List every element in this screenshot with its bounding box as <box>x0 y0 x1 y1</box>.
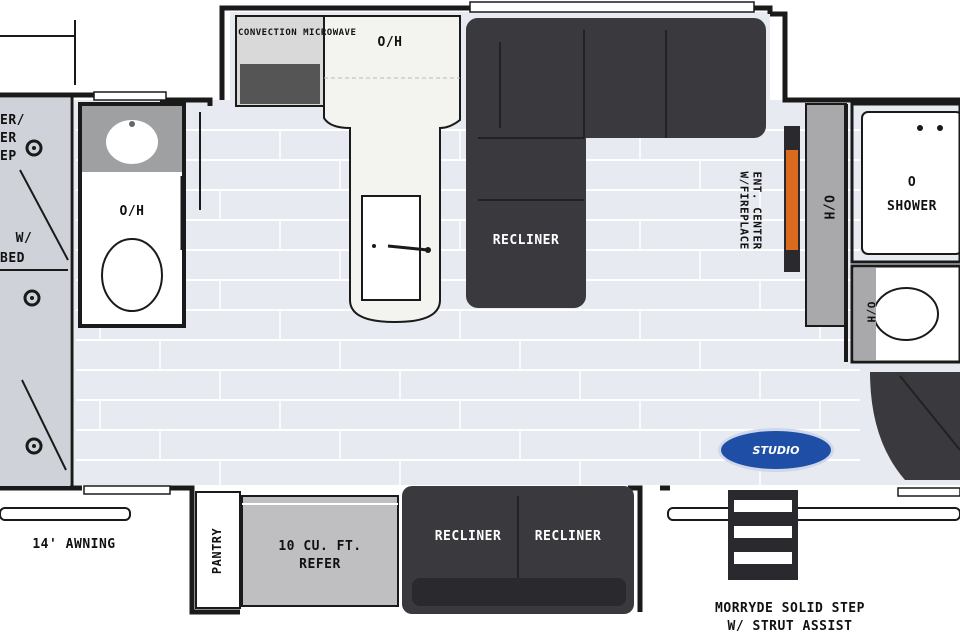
label-bed-fragment-5: BED <box>0 251 25 266</box>
label-shower: SHOWER <box>887 199 937 214</box>
label-recliner-left: RECLINER <box>434 529 502 544</box>
bedroom-area <box>0 98 70 486</box>
label-overhead-rear-bath: O/H <box>820 194 836 220</box>
lower-slide <box>83 485 634 614</box>
label-recliner-sofa: RECLINER <box>492 233 560 248</box>
label-overhead-toilet: O/H <box>864 301 878 324</box>
studio-logo: STUDIO <box>718 428 834 472</box>
bathroom-left <box>78 91 201 328</box>
label-shower-symbol: O <box>907 175 917 190</box>
label-step-line1: MORRYDE SOLID STEP <box>715 601 865 616</box>
rear-entry <box>870 372 960 480</box>
entertainment-center <box>784 103 848 362</box>
label-bed-fragment-1: ER/ <box>0 113 25 128</box>
label-step-line2: W/ STRUT ASSIST <box>727 619 853 634</box>
label-ent-center: ENT. CENTER W/FIREPLACE <box>738 171 764 250</box>
label-awning: 14' AWNING <box>32 537 116 552</box>
label-bed-fragment-4: W/ <box>15 231 33 246</box>
label-overhead-kitchen: O/H <box>377 35 403 50</box>
kitchen <box>235 15 461 324</box>
sectional-sofa <box>466 1 766 308</box>
label-refer-line2: REFER <box>299 557 341 572</box>
logo-text: STUDIO <box>752 443 800 457</box>
entry-step <box>728 487 960 580</box>
label-recliner-right: RECLINER <box>534 529 602 544</box>
label-overhead-bath: O/H <box>119 204 145 219</box>
label-bed-fragment-2: ER <box>0 131 17 146</box>
label-pantry: PANTRY <box>210 527 225 575</box>
label-convection-microwave: CONVECTION MICROWAVE <box>238 28 357 38</box>
label-bed-fragment-3: EP <box>0 149 17 164</box>
label-refer-line1: 10 CU. FT. <box>278 539 362 554</box>
rear-bath <box>850 102 960 364</box>
